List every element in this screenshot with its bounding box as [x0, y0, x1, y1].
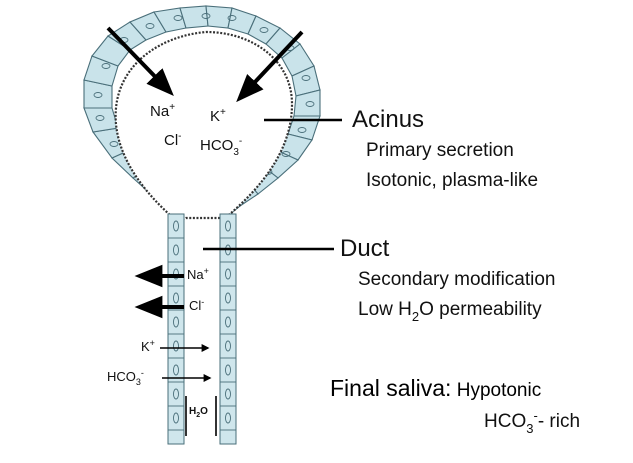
acinus-ion-na: Na+	[150, 102, 175, 120]
duct-line-1: Secondary modification	[358, 269, 556, 290]
acinus-secretion-arrow-right	[236, 30, 304, 103]
duct-h2o-label: H2O	[189, 406, 208, 419]
acinus-secretion-arrow-left	[106, 26, 174, 97]
acinus-ion-k: K+	[210, 107, 226, 125]
acinus-label: Acinus	[352, 106, 424, 133]
acinus-line-2: Isotonic, plasma-like	[366, 170, 538, 191]
acinus-line-1: Primary secretion	[366, 140, 514, 161]
duct-wall-left	[167, 213, 185, 445]
duct-ion-na: Na+	[187, 266, 209, 282]
final-saliva-value-2: HCO3-- rich	[484, 408, 580, 436]
duct-line-2: Low H2O permeability	[358, 299, 542, 324]
duct-ion-hco3: HCO3-	[107, 368, 144, 387]
duct-wall-right	[219, 213, 237, 445]
final-saliva-heading: Final saliva: Hypotonic	[330, 375, 541, 401]
duct-ion-k: K+	[141, 338, 155, 354]
acinus-ion-cl: Cl-	[164, 131, 182, 149]
duct-label: Duct	[340, 235, 390, 262]
acinus-ion-hco3: HCO3-	[200, 136, 242, 158]
duct-ion-cl: Cl-	[189, 297, 204, 313]
